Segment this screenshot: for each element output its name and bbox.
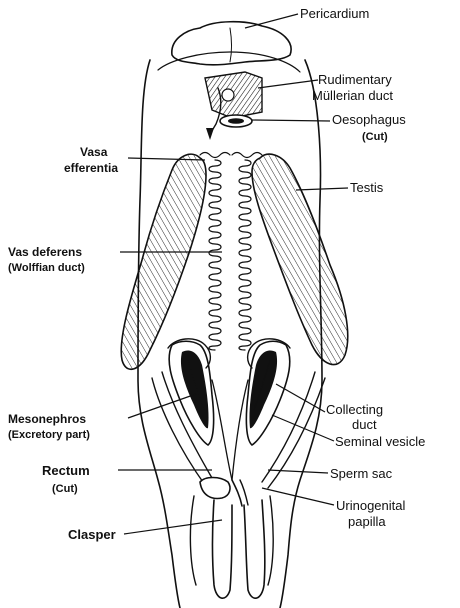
vas-deferens-right — [239, 160, 251, 350]
label-collecting-duct-line2: duct — [352, 417, 377, 432]
mesonephros-right — [246, 339, 290, 445]
seminal-vesicle — [212, 380, 248, 480]
label-urinogenital-papilla: Urinogenital — [336, 498, 405, 513]
label-rudimentary-mullerian-duct: Rudimentary — [318, 72, 392, 87]
label-vas-deferens-wolffian: (Wolffian duct) — [8, 262, 85, 274]
label-vasa-efferentia-line2: efferentia — [64, 161, 118, 175]
label-rudimentary-mullerian-duct-line2: Müllerian duct — [312, 88, 393, 103]
label-testis: Testis — [350, 180, 384, 195]
testis-right — [252, 154, 348, 364]
vasa-efferentia — [200, 153, 262, 158]
cloaca-edge-right — [268, 496, 273, 585]
label-oesophagus-cut: (Cut) — [362, 131, 388, 143]
label-collecting-duct: Collecting — [326, 402, 383, 417]
label-seminal-vesicle: Seminal vesicle — [335, 434, 425, 449]
body-outline — [138, 52, 322, 608]
oesophagus — [205, 72, 262, 140]
label-pericardium: Pericardium — [300, 6, 369, 21]
label-urinogenital-papilla-line2: papilla — [348, 514, 386, 529]
label-rectum: Rectum — [42, 463, 90, 478]
rectum — [200, 478, 230, 499]
label-vasa-efferentia: Vasa — [80, 145, 108, 159]
testis-left — [121, 154, 206, 369]
label-vas-deferens: Vas deferens — [8, 245, 82, 259]
label-oesophagus: Oesophagus — [332, 112, 406, 127]
cloaca-edge-left — [190, 496, 196, 585]
urinogenital-papilla — [232, 480, 248, 506]
clasper-right — [244, 500, 265, 598]
label-sperm-sac: Sperm sac — [330, 466, 393, 481]
label-mesonephros-excretory: (Excretory part) — [8, 429, 90, 441]
clasper-left — [213, 500, 233, 598]
mesonephros-left — [168, 339, 214, 445]
vas-deferens-left — [209, 160, 221, 350]
label-mesonephros: Mesonephros — [8, 412, 86, 426]
label-clasper: Clasper — [68, 527, 116, 542]
label-rectum-cut: (Cut) — [52, 483, 78, 495]
